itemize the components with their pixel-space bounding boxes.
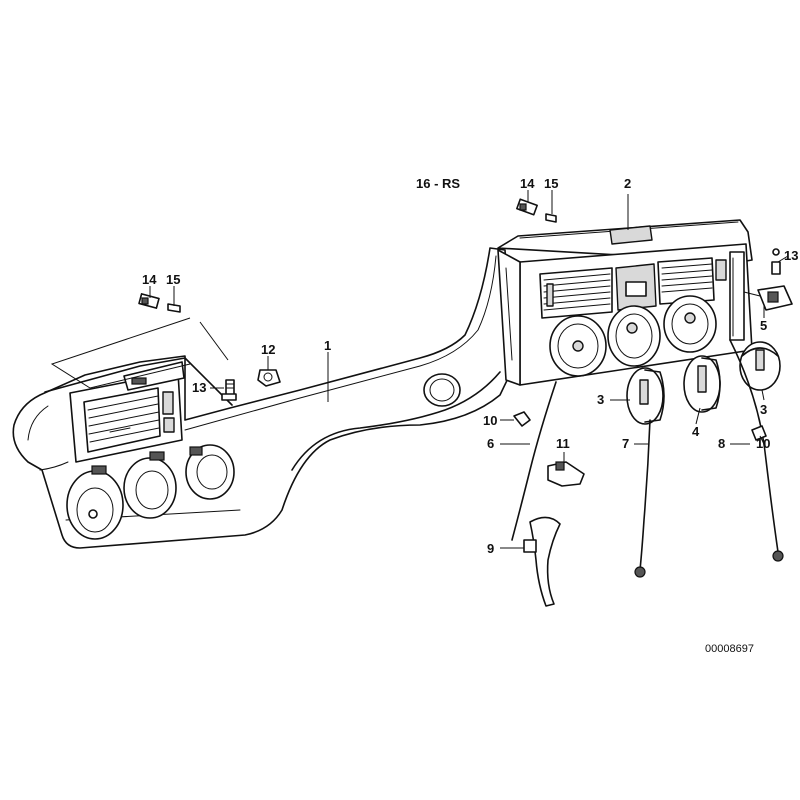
callout-5: 5: [760, 318, 767, 333]
callout-10-left: 10: [483, 413, 497, 428]
callout-11: 11: [556, 436, 570, 451]
speed-nut: [257, 369, 281, 387]
control-knob-right: [739, 341, 781, 391]
callout-15-right: 15: [544, 176, 558, 191]
control-knob-left: [626, 367, 665, 425]
callout-10-right: 10: [756, 436, 770, 451]
cable-clip-left: [513, 411, 531, 427]
diagram-code: 00008697: [705, 643, 754, 655]
left-vent-grille: [69, 361, 185, 463]
heater-control-housing: [497, 219, 753, 386]
callout-13-left: 13: [192, 380, 206, 395]
leader-lines: [50, 190, 789, 549]
left-panel-dials: [66, 444, 235, 540]
rotary-switch: [743, 285, 793, 311]
callout-14-left: 14: [142, 272, 157, 287]
callout-14-right: 14: [520, 176, 535, 191]
cable-bracket: [547, 461, 585, 487]
screw-left: [221, 379, 237, 401]
callout-8: 8: [718, 436, 725, 451]
bowden-cables: [511, 339, 784, 578]
clip-right: [771, 248, 781, 275]
callout-3-right: 3: [760, 402, 767, 417]
bulb-holder-left: [138, 293, 181, 313]
callout-9: 9: [487, 541, 494, 556]
callout-12: 12: [261, 342, 275, 357]
cable-clip-right: [751, 425, 767, 441]
callout-labels: 16 - RS 1 2 3 3 4 5 6 7 8 9 10 10 11 12 …: [142, 176, 798, 655]
callout-3-left: 3: [597, 392, 604, 407]
callout-6: 6: [487, 436, 494, 451]
callout-4: 4: [692, 424, 700, 439]
callout-13-right: 13: [784, 248, 798, 263]
model-label: 16 - RS: [416, 176, 460, 191]
callout-1: 1: [324, 338, 331, 353]
callout-2: 2: [624, 176, 631, 191]
callout-15-left: 15: [166, 272, 180, 287]
bulb-holder-upper: [516, 198, 557, 223]
air-duct: [523, 516, 561, 607]
control-knob-center: [683, 355, 721, 413]
callout-7: 7: [622, 436, 629, 451]
